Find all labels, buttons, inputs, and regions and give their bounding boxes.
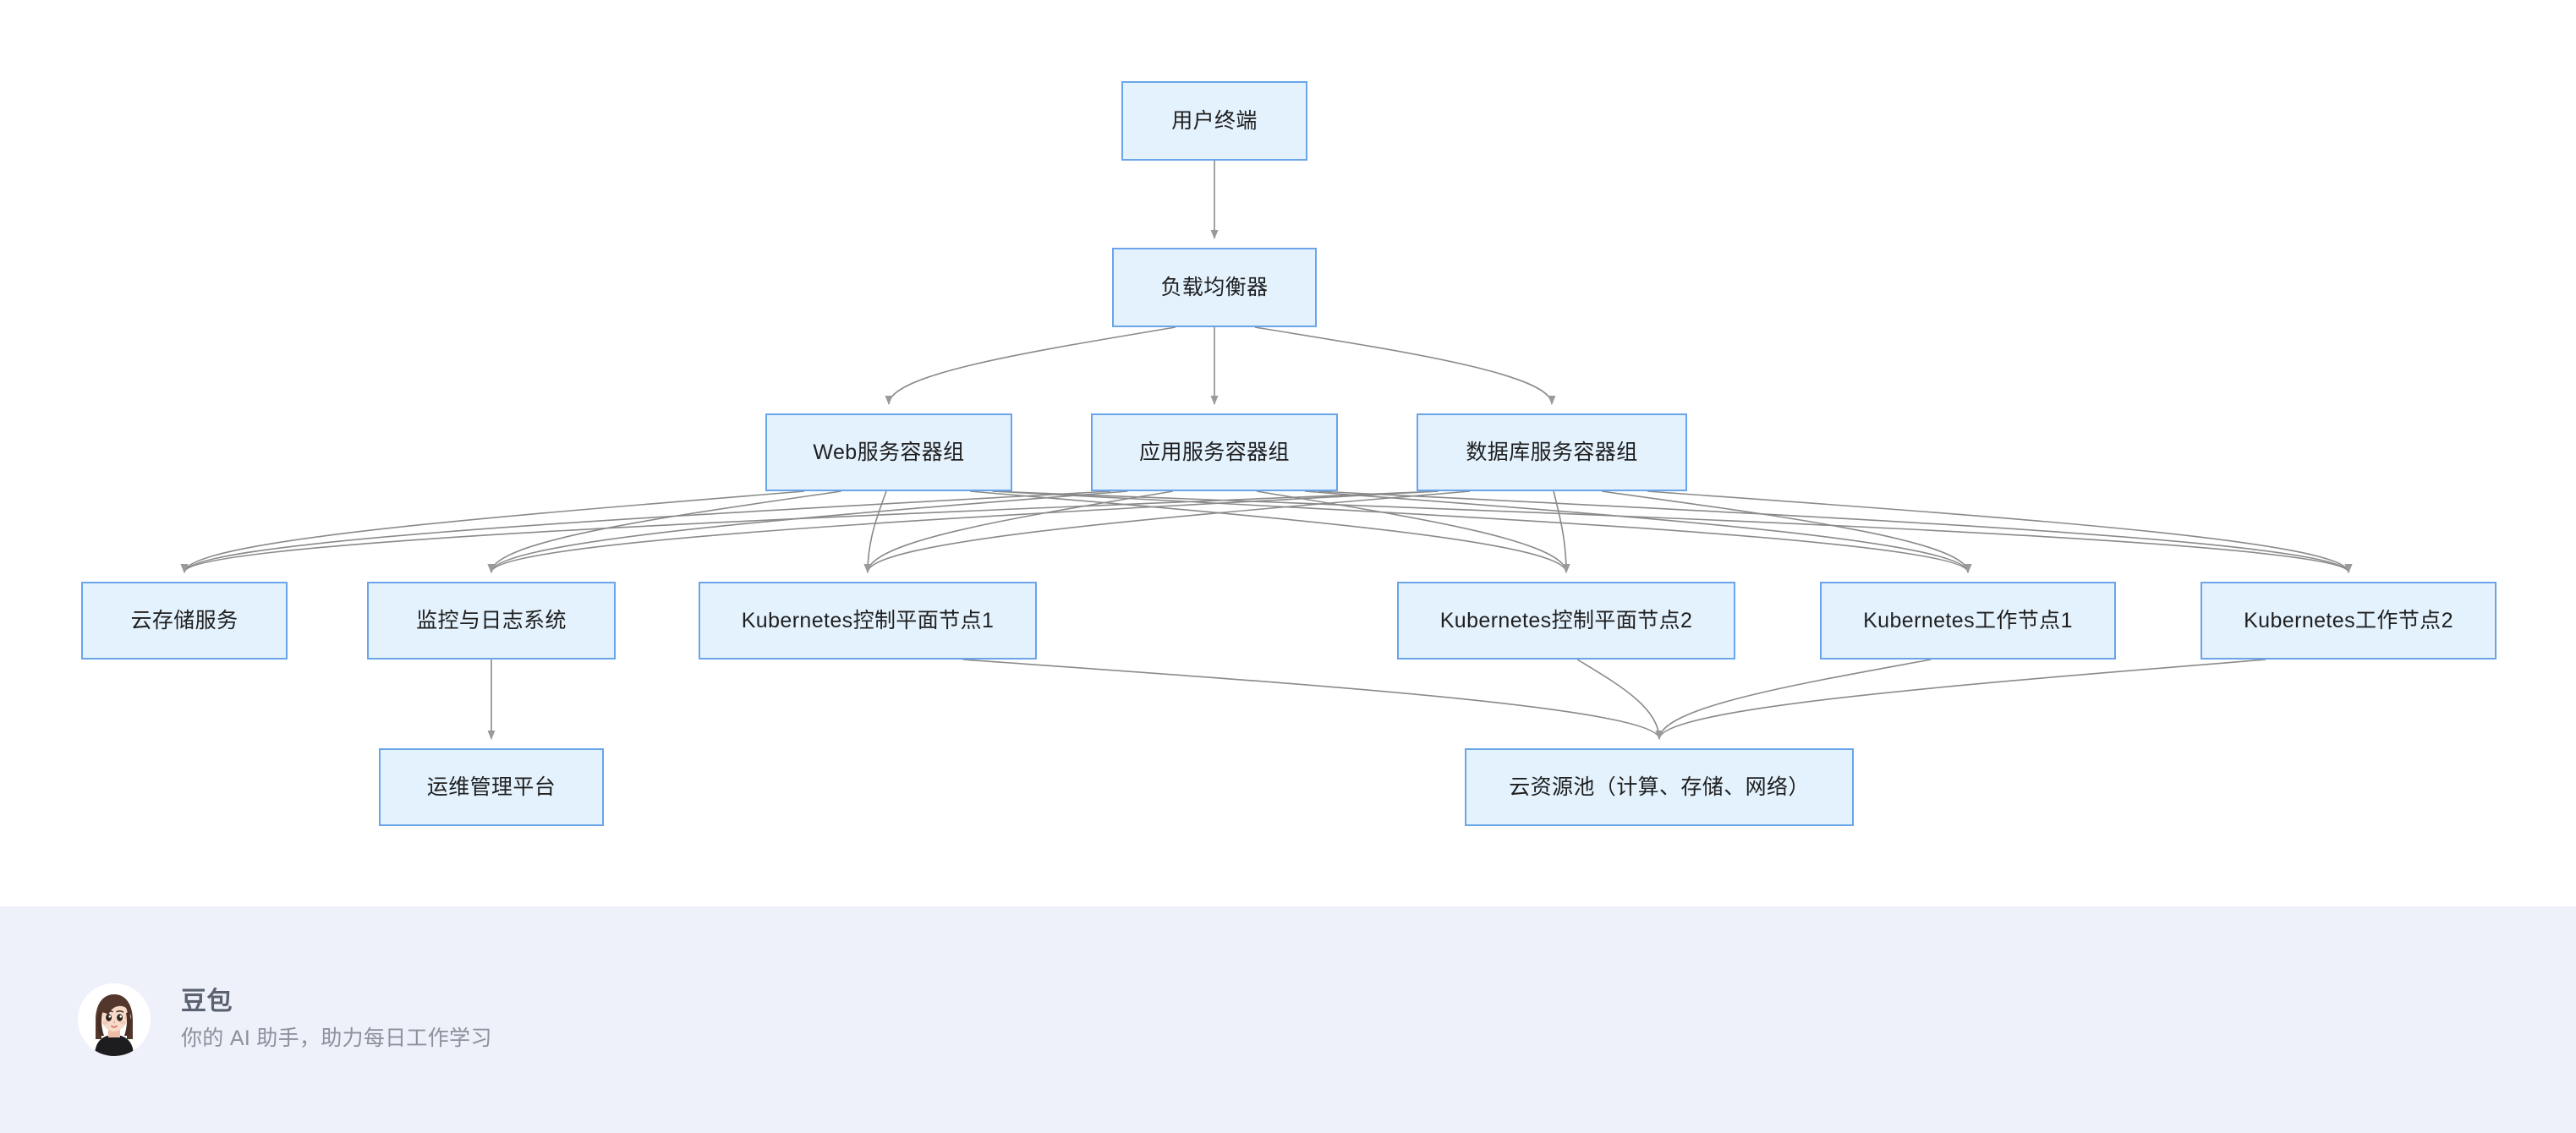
node-label: 数据库服务容器组	[1466, 440, 1638, 464]
node-cloud-resource-pool[interactable]: 云资源池（计算、存储、网络）	[1465, 748, 1854, 826]
node-label: 云资源池（计算、存储、网络）	[1509, 774, 1810, 799]
assistant-tagline: 你的 AI 助手，助力每日工作学习	[181, 1026, 492, 1051]
node-k8s-worker-2[interactable]: Kubernetes工作节点2	[2201, 582, 2497, 660]
node-label: Kubernetes控制平面节点2	[1439, 608, 1693, 632]
node-db-service-group[interactable]: 数据库服务容器组	[1417, 413, 1687, 491]
node-k8s-control-plane-1[interactable]: Kubernetes控制平面节点1	[699, 582, 1037, 660]
node-label: Kubernetes工作节点2	[2244, 608, 2453, 632]
assistant-info: 豆包 你的 AI 助手，助力每日工作学习	[181, 987, 492, 1053]
node-label: 云存储服务	[130, 608, 238, 632]
node-layer: 用户终端负载均衡器 Web服务容器组 应用服务容器组 数据库服务容器组云存储服务 监控与…	[81, 81, 2497, 826]
node-label: 用户终端	[1171, 108, 1258, 133]
assistant-name: 豆包	[181, 988, 233, 1016]
assistant-avatar-icon	[78, 983, 151, 1056]
node-user-terminal[interactable]: 用户终端	[1121, 81, 1307, 161]
node-label: 负载均衡器	[1160, 275, 1269, 299]
node-app-service-group[interactable]: 应用服务容器组	[1091, 413, 1338, 491]
node-label: 监控与日志系统	[416, 608, 567, 632]
assistant-footer: 豆包 你的 AI 助手，助力每日工作学习	[0, 906, 2576, 1133]
node-label: Kubernetes控制平面节点1	[741, 608, 995, 632]
node-cloud-storage[interactable]: 云存储服务	[81, 582, 288, 660]
node-k8s-control-plane-2[interactable]: Kubernetes控制平面节点2	[1397, 582, 1735, 660]
node-k8s-worker-1[interactable]: Kubernetes工作节点1	[1820, 582, 2116, 660]
node-label: 应用服务容器组	[1139, 440, 1290, 464]
node-label: 运维管理平台	[426, 774, 556, 799]
node-ops-platform[interactable]: 运维管理平台	[379, 748, 604, 826]
node-monitor-logging[interactable]: 监控与日志系统	[367, 582, 616, 660]
node-load-balancer[interactable]: 负载均衡器	[1112, 248, 1317, 327]
node-label: Kubernetes工作节点1	[1863, 608, 2073, 632]
node-label: Web服务容器组	[813, 440, 965, 464]
diagram-canvas: 用户终端负载均衡器 Web服务容器组 应用服务容器组 数据库服务容器组云存储服务 监控与…	[81, 81, 2497, 826]
node-web-service-group[interactable]: Web服务容器组	[765, 413, 1012, 491]
